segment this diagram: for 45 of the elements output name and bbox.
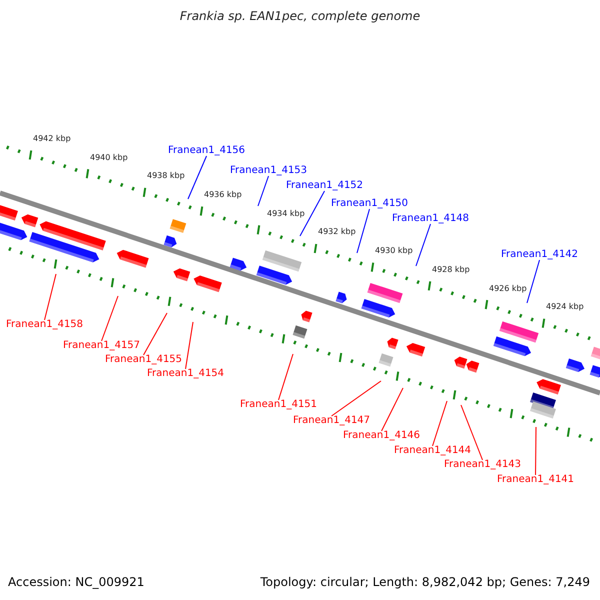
gene-label: Franean1_4156	[168, 146, 246, 156]
scale-label: 4934 kbp	[267, 210, 305, 218]
leader-line	[300, 190, 326, 236]
leader-line	[331, 380, 382, 416]
scale-label: 4942 kbp	[33, 135, 71, 143]
leader-line	[460, 404, 484, 460]
leader-line	[526, 260, 540, 304]
leader-line	[188, 156, 208, 200]
leader-line	[101, 296, 118, 342]
gene-label: Franean1_4142	[501, 250, 578, 260]
gene-label: Franean1_4155	[105, 355, 182, 365]
leader-line	[416, 224, 432, 266]
gene-label: Franean1_4143	[444, 460, 522, 470]
leader-line	[381, 388, 404, 432]
title: Frankia sp. EAN1pec, complete genome	[178, 10, 422, 22]
gene-label: Franean1_4150	[331, 199, 408, 209]
gene-label: Franean1_4152	[286, 181, 364, 191]
leader-line	[432, 400, 448, 446]
scale-label: 4938 kbp	[147, 172, 185, 180]
gene-label: Franean1_4153	[230, 166, 308, 176]
info-text: Topology: circular; Length: 8,982,042 bp; Genes: 7,249	[260, 576, 590, 588]
gene-label: Franean1_4158	[6, 320, 84, 330]
leader-line	[143, 312, 168, 356]
leader-line	[535, 426, 536, 476]
gene-label: Franean1_4146	[343, 431, 420, 441]
scale-label: 4932 kbp	[318, 228, 356, 236]
scale-label: 4928 kbp	[432, 266, 470, 274]
leader-line	[258, 176, 270, 206]
gene-label: Franean1_4151	[240, 400, 318, 410]
scale-label: 4940 kbp	[90, 154, 128, 162]
gene-label: Franean1_4157	[63, 341, 140, 351]
leader-line	[185, 322, 194, 370]
info-text: Accession: NC_009921	[8, 576, 144, 588]
scale-label: 4924 kbp	[546, 303, 584, 312]
leader-line	[278, 354, 294, 400]
leader-line	[44, 274, 56, 320]
gene-label: Franean1_4148	[392, 214, 470, 224]
scale-label: 4930 kbp	[375, 247, 413, 256]
gene-label: Franean1_4141	[497, 475, 574, 485]
gene-label: Franean1_4154	[147, 369, 224, 379]
scale-label: 4926 kbp	[489, 284, 527, 293]
gene-label: Franean1_4144	[394, 446, 472, 456]
gene-label: Franean1_4147	[293, 416, 370, 426]
leader-line	[356, 208, 370, 254]
scale-label: 4936 kbp	[204, 191, 242, 200]
